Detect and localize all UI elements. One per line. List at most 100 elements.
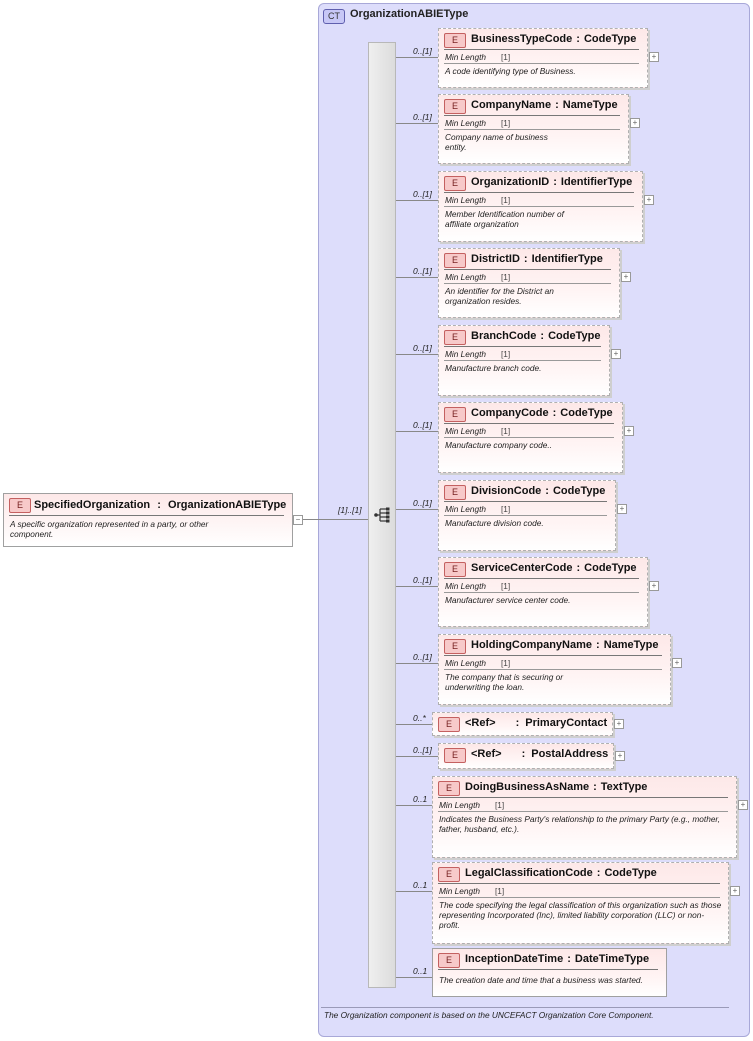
element-multiplicity: 0..[1] [413, 266, 432, 276]
root-element[interactable]: E SpecifiedOrganization : OrganizationAB… [3, 493, 293, 547]
element-multiplicity: 0..[1] [413, 420, 432, 430]
element-type: TextType [600, 781, 648, 793]
element-badge: E [438, 953, 460, 968]
element-doc: Manufacture branch code. [445, 363, 542, 373]
facet-label: Min Length [445, 581, 487, 591]
element-name: OrganizationID [471, 176, 550, 188]
divider [444, 49, 639, 50]
collapse-icon[interactable]: − [293, 515, 303, 525]
element-title: CompanyCode:CodeType [471, 407, 613, 419]
element-title: DivisionCode:CodeType [471, 485, 605, 497]
facet-value: [1] [501, 658, 511, 668]
facet-label: Min Length [445, 272, 487, 282]
expand-icon[interactable]: + [624, 426, 634, 436]
expand-icon[interactable]: + [644, 195, 654, 205]
element-badge: E [444, 176, 466, 191]
type-separator: : [523, 253, 528, 265]
element-name: BranchCode [471, 330, 537, 342]
element-name: HoldingCompanyName [471, 639, 593, 651]
type-separator: : [540, 330, 545, 342]
element-box[interactable]: E<Ref>:PrimaryContact [432, 712, 613, 736]
expand-icon[interactable]: + [738, 800, 748, 810]
type-separator: : [553, 176, 557, 188]
element-badge: E [444, 33, 466, 48]
divider [444, 115, 620, 116]
type-separator: : [596, 867, 601, 879]
facet-label: Min Length [445, 195, 487, 205]
complex-type-doc: The Organization component is based on t… [324, 1010, 654, 1020]
expand-icon[interactable]: + [630, 118, 640, 128]
element-name: InceptionDateTime [465, 953, 564, 965]
footer-divider [321, 1007, 729, 1008]
expand-icon[interactable]: + [615, 751, 625, 761]
element-name: DoingBusinessAsName [465, 781, 590, 793]
root-element-title: SpecifiedOrganization : OrganizationABIE… [34, 499, 286, 511]
facet-label: Min Length [445, 504, 487, 514]
element-type: NameType [603, 639, 659, 651]
expand-icon[interactable]: + [672, 658, 682, 668]
expand-icon[interactable]: + [649, 581, 659, 591]
complex-type-badge: CT [323, 9, 345, 24]
element-name: DivisionCode [471, 485, 542, 497]
facet-value: [1] [501, 349, 511, 359]
divider [444, 206, 634, 207]
element-title: ServiceCenterCode:CodeType [471, 562, 637, 574]
element-title: CompanyName:NameType [471, 99, 618, 111]
expand-icon[interactable]: + [617, 504, 627, 514]
element-doc: Manufacture division code. [445, 518, 544, 528]
expand-icon[interactable]: + [649, 52, 659, 62]
element-multiplicity: 0..* [413, 713, 426, 723]
type-separator: : [552, 407, 557, 419]
divider [438, 897, 720, 898]
element-doc: Indicates the Business Party's relations… [439, 814, 721, 834]
complex-type-name: OrganizationABIEType [350, 8, 469, 20]
connector-line [303, 519, 368, 520]
element-name: BusinessTypeCode [471, 33, 573, 45]
element-name: CompanyName [471, 99, 552, 111]
expand-icon[interactable]: + [730, 886, 740, 896]
divider [444, 655, 662, 656]
element-type: PostalAddress [531, 748, 609, 760]
expand-icon[interactable]: + [621, 272, 631, 282]
facet-label: Min Length [445, 658, 487, 668]
element-badge: E [444, 99, 466, 114]
facet-label: Min Length [439, 886, 481, 896]
element-title: LegalClassificationCode:CodeType [465, 867, 657, 879]
divider [438, 797, 728, 798]
facet-value: [1] [501, 581, 511, 591]
type-separator: : [157, 499, 161, 511]
facet-label: Min Length [445, 349, 487, 359]
element-badge: E [444, 330, 466, 345]
element-doc: An identifier for the District an organi… [445, 286, 554, 306]
connector-line [396, 586, 438, 587]
divider [438, 811, 728, 812]
element-doc: Member Identification number of affiliat… [445, 209, 564, 229]
expand-icon[interactable]: + [611, 349, 621, 359]
element-type: IdentifierType [531, 253, 603, 265]
element-title: HoldingCompanyName:NameType [471, 639, 659, 651]
divider [444, 283, 611, 284]
element-type: CodeType [548, 330, 601, 342]
expand-icon[interactable]: + [614, 719, 624, 729]
connector-line [396, 977, 432, 978]
divider [444, 515, 607, 516]
facet-label: Min Length [445, 118, 487, 128]
divider [444, 437, 614, 438]
type-separator: : [521, 748, 526, 760]
element-box[interactable]: E<Ref>:PostalAddress [438, 743, 614, 769]
element-name: DistrictID [471, 253, 520, 265]
connector-line [396, 200, 438, 201]
element-type: CodeType [583, 33, 637, 45]
